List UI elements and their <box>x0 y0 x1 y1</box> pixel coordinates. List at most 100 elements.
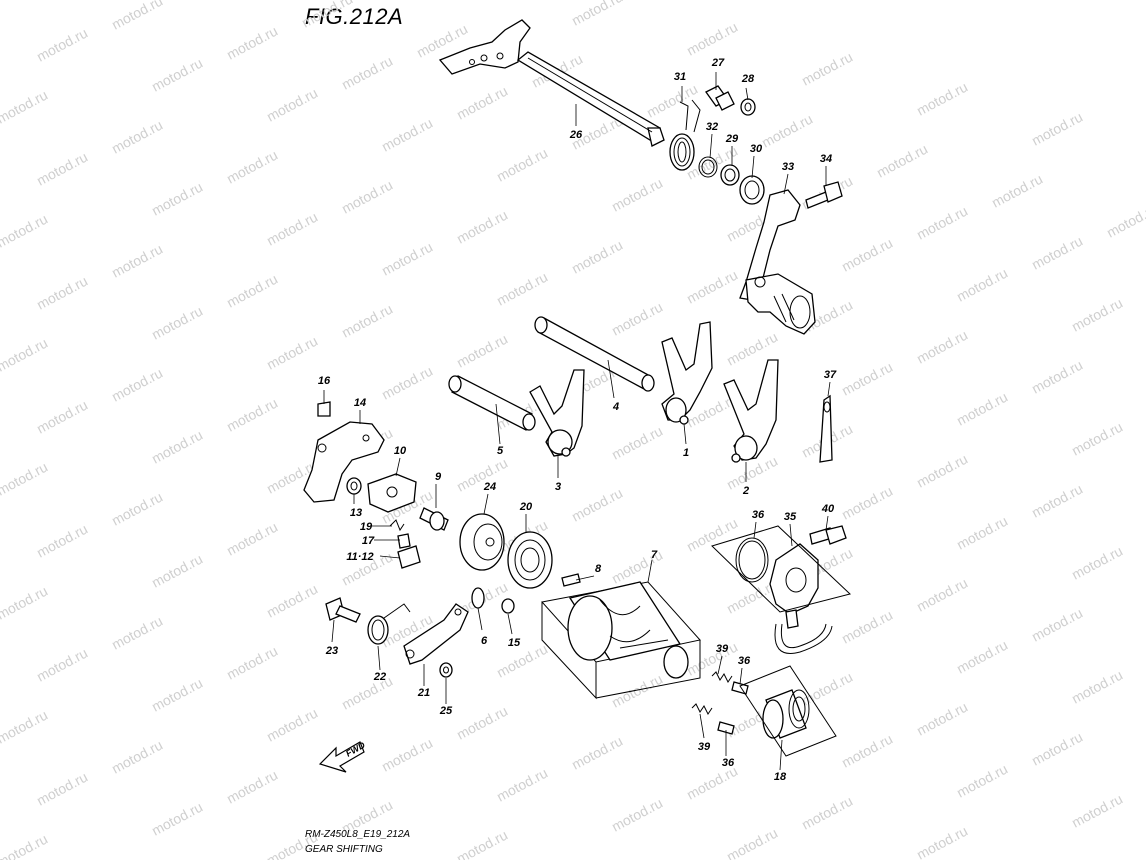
watermark-text: motod.ru <box>1069 667 1125 707</box>
watermark-text: motod.ru <box>109 489 165 529</box>
watermark-text: motod.ru <box>339 53 395 93</box>
callout-6: 6 <box>481 635 488 647</box>
pin-36-lower <box>717 721 735 735</box>
callout-4: 4 <box>612 401 619 413</box>
watermark-text: motod.ru <box>0 0 50 3</box>
watermark-text: motod.ru <box>1029 109 1085 149</box>
washer-29 <box>720 164 740 186</box>
watermark-text: motod.ru <box>379 239 435 279</box>
washer-25 <box>439 662 453 678</box>
watermark-text: motod.ru <box>0 335 50 375</box>
watermark-text: motod.ru <box>34 645 90 685</box>
watermark-text: motod.ru <box>224 147 280 187</box>
sensor-group-outline <box>711 525 852 613</box>
watermark-text: motod.ru <box>224 271 280 311</box>
watermark-text: motod.ru <box>0 831 50 860</box>
callout-3: 3 <box>555 481 561 493</box>
callout-34: 34 <box>820 153 832 165</box>
watermark-text: motod.ru <box>149 675 205 715</box>
fwd-arrow-icon: FWD <box>318 740 367 773</box>
sensor-harness <box>774 623 833 654</box>
o-ring-37 <box>735 537 769 583</box>
watermark-text: motod.ru <box>109 241 165 281</box>
watermark-text: motod.ru <box>1069 543 1125 583</box>
watermark-text: motod.ru <box>839 483 895 523</box>
gear-position-sensor <box>769 543 819 629</box>
watermark-text: motod.ru <box>379 363 435 403</box>
callout-23: 23 <box>325 645 338 657</box>
shift-fork-3 <box>529 369 585 457</box>
pin-17 <box>397 533 411 549</box>
watermark-text: motod.ru <box>954 513 1010 553</box>
spring-19 <box>389 519 405 532</box>
watermark-text: motod.ru <box>224 767 280 807</box>
callout-25: 25 <box>439 705 453 717</box>
watermark-text: motod.ru <box>149 55 205 95</box>
watermark-text: motod.ru <box>569 733 625 773</box>
shift-fork-2 <box>723 359 779 463</box>
watermark-text: motod.ru <box>914 575 970 615</box>
callout-39-lower: 39 <box>698 741 711 753</box>
callout-2: 2 <box>742 485 749 497</box>
watermark-text: motod.ru <box>609 423 665 463</box>
washer-13 <box>346 477 362 495</box>
watermark-text: motod.ru <box>224 23 280 63</box>
shift-fork-1 <box>661 321 713 425</box>
watermark-text: motod.ru <box>609 795 665 835</box>
watermark-text: motod.ru <box>914 823 970 860</box>
plate-6 <box>471 587 485 609</box>
watermark-text: motod.ru <box>149 179 205 219</box>
callout-9: 9 <box>435 471 442 483</box>
watermark-text: motod.ru <box>1029 233 1085 273</box>
callout-5: 5 <box>497 445 504 457</box>
watermark-text: motod.ru <box>1069 419 1125 459</box>
watermark-text: motod.ru <box>1104 201 1146 241</box>
watermark-text: motod.ru <box>299 0 355 31</box>
watermark-text: motod.ru <box>149 427 205 467</box>
clip-38 <box>819 394 833 463</box>
watermark-text: motod.ru <box>454 455 510 495</box>
watermark-text: motod.ru <box>454 703 510 743</box>
callout-19: 19 <box>360 521 373 533</box>
watermark-text: motod.ru <box>109 0 165 33</box>
callout-14: 14 <box>354 397 366 409</box>
watermark-text: motod.ru <box>184 0 240 1</box>
watermark-text: motod.ru <box>224 395 280 435</box>
watermark-text: motod.ru <box>1069 791 1125 831</box>
callout-37: 36 <box>752 509 765 521</box>
pin-9 <box>419 507 449 531</box>
watermark-text: motod.ru <box>799 49 855 89</box>
watermark-text: motod.ru <box>1029 481 1085 521</box>
bolt-15 <box>501 598 515 614</box>
watermark-text: motod.ru <box>149 799 205 839</box>
arm-21 <box>403 603 469 665</box>
watermark-text: motod.ru <box>34 25 90 65</box>
return-spring <box>669 99 701 171</box>
callout-40: 40 <box>821 503 835 515</box>
watermark-text: motod.ru <box>839 235 895 275</box>
watermark-text: motod.ru <box>34 273 90 313</box>
watermark-text: motod.ru <box>149 551 205 591</box>
watermark-text: motod.ru <box>914 327 970 367</box>
callout-32: 32 <box>706 121 718 133</box>
watermark-text: motod.ru <box>224 643 280 683</box>
watermark-text: motod.ru <box>954 389 1010 429</box>
watermark-text: motod.ru <box>989 171 1045 211</box>
watermark-text: motod.ru <box>759 111 815 151</box>
circlip-32 <box>698 156 718 178</box>
callout-20: 20 <box>519 501 533 513</box>
watermark-text: motod.ru <box>569 0 625 29</box>
watermark-text: motod.ru <box>494 765 550 805</box>
watermark-text: motod.ru <box>914 203 970 243</box>
screw-16 <box>317 401 331 417</box>
watermark-text: motod.ru <box>0 211 50 251</box>
watermark-text: motod.ru <box>379 115 435 155</box>
callout-33: 33 <box>782 161 794 173</box>
leader-lines <box>323 72 831 771</box>
callout-10: 10 <box>394 445 407 457</box>
watermark-text: motod.ru <box>839 359 895 399</box>
watermark-text: motod.ru <box>264 581 320 621</box>
shift-shaft <box>438 19 665 147</box>
oil-seal <box>739 175 765 205</box>
watermark-text: motod.ru <box>569 237 625 277</box>
